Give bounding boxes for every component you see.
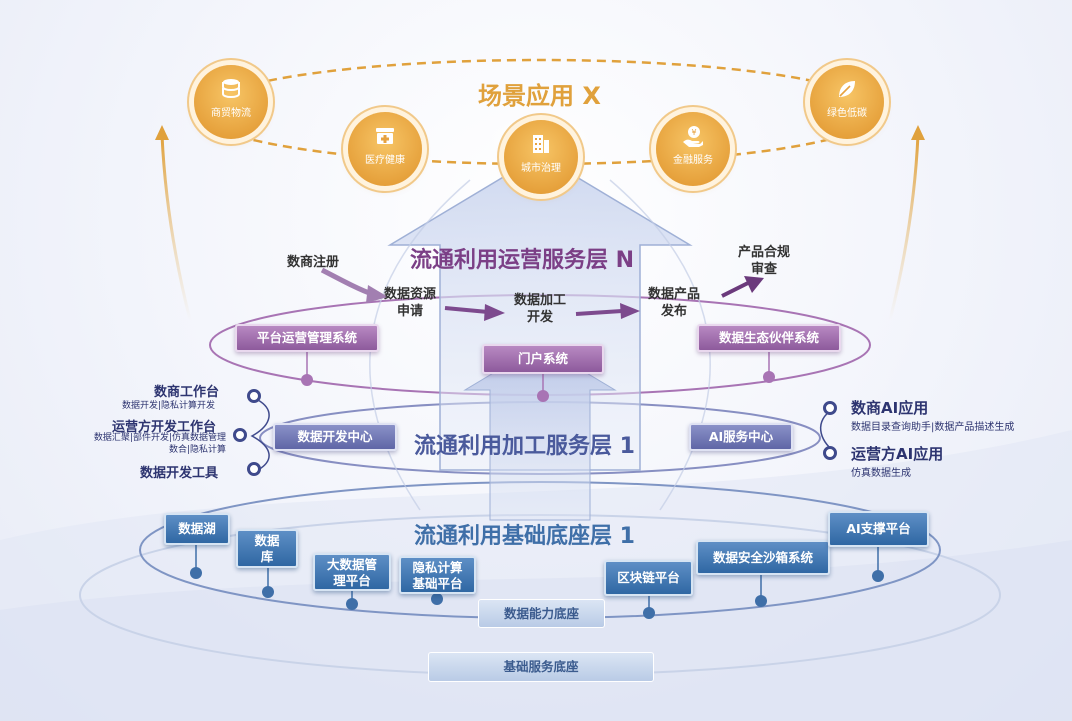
platform-ops-system-button[interactable]: 平台运营管理系统 xyxy=(235,324,379,352)
side-sub-operator-workbench: 数据汇聚|部件开发|仿真数据管理 数合|隐私计算 xyxy=(93,433,226,455)
ring-marker xyxy=(247,462,261,476)
side-head-dev-tools: 数据开发工具 xyxy=(140,466,219,481)
flow-step-publish: 数据产品 发布 xyxy=(648,287,701,319)
flow-step-develop: 数据加工 开发 xyxy=(514,293,567,325)
base-layer-title: 流通利用基础底座层 1 xyxy=(414,524,635,549)
left-gold-arrow xyxy=(160,134,192,321)
pin xyxy=(763,371,775,383)
ops-layer-title: 流通利用运营服务层 N xyxy=(410,248,635,273)
eco-partner-system-button[interactable]: 数据生态伙伴系统 xyxy=(697,324,841,352)
scene-item-label: 商贸物流 xyxy=(211,108,251,119)
scene-item-label: 金融服务 xyxy=(673,155,713,166)
data-capability-base[interactable]: 数据能力底座 xyxy=(478,599,605,628)
database-icon xyxy=(222,79,240,99)
ai-service-center-button[interactable]: AI服务中心 xyxy=(689,423,793,451)
flow-step-compliance: 产品合规 审查 xyxy=(738,245,791,277)
building-icon xyxy=(533,135,549,153)
money-hand-icon: ¥ xyxy=(683,126,703,147)
scene-item-finance[interactable]: ¥ 金融服务 xyxy=(656,112,730,186)
module-blockchain[interactable]: 区块链平台 xyxy=(604,560,693,596)
inner-up-arrow xyxy=(463,344,617,521)
side-head-operator-ai: 运营方AI应用 xyxy=(851,445,944,463)
module-security-sandbox[interactable]: 数据安全沙箱系统 xyxy=(696,540,830,575)
ring-marker xyxy=(823,401,837,415)
module-data-lake[interactable]: 数据湖 xyxy=(164,513,230,545)
right-gold-arrow xyxy=(888,134,920,321)
leaf-icon xyxy=(839,81,855,97)
scene-item-city-governance[interactable]: 城市治理 xyxy=(504,120,578,194)
side-sub-merchant-ai: 数据目录查询助手|数据产品描述生成 xyxy=(851,422,1015,433)
svg-text:¥: ¥ xyxy=(691,128,696,137)
scene-item-label: 医疗健康 xyxy=(365,155,405,166)
ring-marker xyxy=(247,389,261,403)
scene-item-label: 绿色低碳 xyxy=(827,108,867,119)
side-head-merchant-workbench: 数商工作台 xyxy=(154,385,220,400)
hospital-icon xyxy=(376,128,394,144)
foundation-service-base[interactable]: 基础服务底座 xyxy=(428,652,654,682)
flow-step-apply: 数据资源 申请 xyxy=(384,287,437,319)
scene-item-label: 城市治理 xyxy=(521,163,561,174)
module-privacy-computing[interactable]: 隐私计算 基础平台 xyxy=(399,556,476,594)
scene-item-healthcare[interactable]: 医疗健康 xyxy=(348,112,422,186)
proc-layer-title: 流通利用加工服务层 1 xyxy=(414,434,635,459)
scene-layer-title: 场景应用 X xyxy=(478,82,601,110)
side-sub-operator-ai: 仿真数据生成 xyxy=(851,468,911,479)
module-ai-platform[interactable]: AI支撑平台 xyxy=(828,511,929,547)
side-head-operator-workbench: 运营方开发工作台 xyxy=(112,420,217,435)
flow-step-register: 数商注册 xyxy=(287,255,340,270)
scene-item-commerce[interactable]: 商贸物流 xyxy=(194,65,268,139)
ring-marker xyxy=(233,428,247,442)
portal-system-button[interactable]: 门户系统 xyxy=(482,344,604,374)
scene-item-green[interactable]: 绿色低碳 xyxy=(810,65,884,139)
data-dev-center-button[interactable]: 数据开发中心 xyxy=(273,423,397,451)
side-head-merchant-ai: 数商AI应用 xyxy=(851,399,929,417)
pin xyxy=(301,374,313,386)
ring-marker xyxy=(823,446,837,460)
side-sub-merchant-workbench: 数据开发|隐私计算开发 xyxy=(122,401,216,411)
pin xyxy=(537,390,549,402)
module-database[interactable]: 数据 库 xyxy=(236,529,298,568)
module-bigdata-platform[interactable]: 大数据管 理平台 xyxy=(313,553,391,591)
